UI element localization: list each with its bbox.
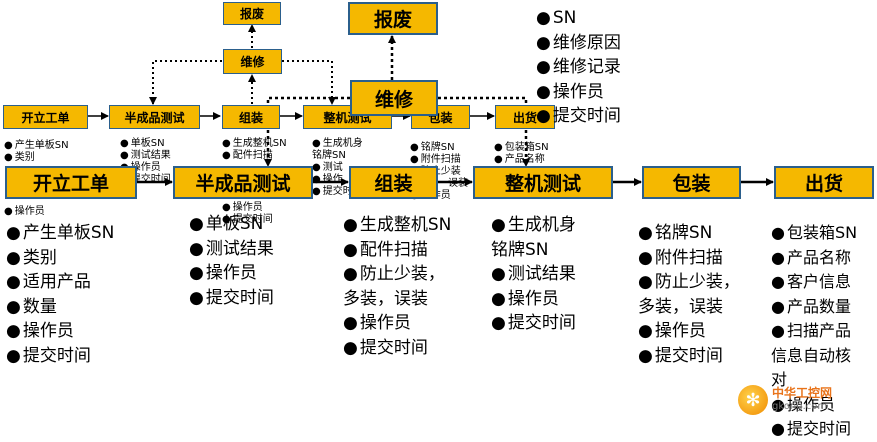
back-step-assembly: 组装 — [222, 105, 280, 129]
note: 数量 — [6, 295, 114, 320]
note: 操作员 — [120, 162, 171, 174]
note: 提交时间 — [189, 286, 274, 311]
note: 产品数量 — [771, 295, 857, 320]
back-notes-semi-test: 单板SN 测试结果 操作员 提交时间 — [120, 138, 171, 186]
note: 铭牌SN — [638, 221, 740, 246]
note: 误装 — [448, 178, 468, 189]
note: 防止少装 — [410, 166, 468, 178]
note: 适用产品 — [6, 270, 114, 295]
front-notes-open-order: 产生单板SN 类别 适用产品 数量 操作员 提交时间 — [6, 221, 115, 369]
note: 操作员 — [491, 287, 576, 312]
note: 配件扫描 — [343, 238, 451, 263]
note: 操作员 — [189, 261, 274, 286]
note: 产品名称 — [771, 246, 857, 271]
front-step-ship: 出货 — [774, 166, 874, 199]
back-notes-assembly: 生成整机SN 配件扫描 — [222, 138, 287, 162]
note: 测试结果 — [491, 262, 576, 287]
watermark-domain: gkong.com — [772, 401, 828, 412]
back-notes-operator: 操作员 — [4, 206, 45, 218]
note: 产生单板SN — [4, 140, 69, 152]
note: 操作员 — [771, 393, 857, 418]
note: 铭牌SN — [410, 142, 468, 154]
note: 提交时间 — [312, 186, 363, 198]
front-repair-box: 维修 — [350, 80, 438, 116]
note: 防止少装， — [343, 262, 451, 287]
note: 附件扫描 — [638, 246, 740, 271]
note: 操作员 — [4, 206, 45, 218]
back-step-open-order: 开立工单 — [3, 105, 88, 129]
watermark: ✻ 中华工控网 gkong.com — [738, 380, 874, 420]
gear-icon: ✻ — [738, 385, 768, 415]
note: 操作员 — [638, 319, 740, 344]
note: 提交时间 — [343, 336, 451, 361]
note: 单板SN — [120, 138, 171, 150]
front-step-semi-test: 半成品测试 — [173, 166, 313, 199]
note: 防止少装， — [638, 270, 740, 295]
front-notes-semi-test: 单板SN 测试结果 操作员 提交时间 — [189, 212, 274, 310]
note: 生成机身 — [491, 213, 576, 238]
note: 测试结果 — [189, 237, 274, 262]
note: 信息自动核 — [771, 345, 852, 365]
note: 提交时间 — [120, 174, 171, 186]
note: 配件扫描 — [222, 150, 287, 162]
note: 包装箱SN — [771, 221, 857, 246]
front-step-assembly: 组装 — [349, 166, 438, 199]
note: SN — [536, 6, 621, 31]
note: 维修原因 — [536, 31, 621, 56]
back-repair-box: 维修 — [223, 49, 282, 74]
note: 生成机身 — [312, 138, 363, 150]
back-notes-full-test: 生成机身 铭牌SN 测试 操作 提交时间 — [312, 138, 363, 198]
note: 操作员 — [343, 311, 451, 336]
front-notes-ship: 包装箱SN 产品名称 客户信息 产品数量 扫描产品 信息自动核 对 操作员 提交… — [771, 221, 857, 442]
note: 提交时间 — [491, 311, 576, 336]
note: 附件扫描 — [410, 154, 468, 166]
note: 多装，误装 — [343, 288, 428, 309]
note: 多装，误装 — [638, 296, 723, 317]
note: 操作员 — [222, 202, 273, 214]
note: 生成整机SN — [222, 138, 287, 150]
note: 操作员 — [6, 319, 114, 344]
note: 单板SN — [189, 212, 274, 237]
note: 扫描产品 — [771, 319, 857, 344]
front-step-package: 包装 — [642, 166, 741, 199]
watermark-name: 中华工控网 — [772, 386, 833, 400]
note: 提交时间 — [536, 104, 621, 129]
back-scrap-box: 报废 — [223, 2, 281, 25]
note: 操作员 — [536, 80, 621, 105]
back-notes-open-order: 产生单板SN 类别 — [4, 140, 69, 164]
front-notes-assembly: 生成整机SN 配件扫描 防止少装， 多装，误装 操作员 提交时间 — [343, 213, 451, 360]
note: 测试结果 — [120, 150, 171, 162]
note: 提交时间 — [6, 344, 114, 369]
front-scrap-box: 报废 — [348, 2, 438, 35]
back-step-semi-test: 半成品测试 — [109, 105, 200, 129]
note: 类别 — [4, 152, 69, 164]
note: 铭牌SN — [491, 239, 549, 260]
note: 产生单板SN — [6, 221, 115, 246]
front-notes-package: 铭牌SN 附件扫描 防止少装， 多装，误装 操作员 提交时间 — [638, 221, 740, 368]
note: 操作 — [312, 174, 363, 186]
note: 提交时间 — [771, 417, 857, 442]
note: 维修记录 — [536, 55, 621, 80]
note: 客户信息 — [771, 270, 857, 295]
note: 包装箱SN — [494, 142, 549, 154]
note: 铭牌SN — [312, 150, 346, 161]
note: 测试 — [312, 162, 363, 174]
front-step-open-order: 开立工单 — [5, 166, 137, 199]
note: 对 — [771, 370, 788, 389]
front-step-full-test: 整机测试 — [473, 166, 613, 199]
back-notes-ship: 包装箱SN 产品名称 — [494, 142, 549, 166]
back-repair-links — [149, 24, 336, 105]
front-repair-notes: SN 维修原因 维修记录 操作员 提交时间 — [536, 6, 621, 129]
note: 类别 — [6, 246, 114, 271]
front-notes-full-test: 生成机身 铭牌SN 测试结果 操作员 提交时间 — [491, 213, 576, 336]
note: 提交时间 — [638, 344, 740, 369]
note: 产品名称 — [494, 154, 549, 166]
note: 生成整机SN — [343, 213, 452, 238]
